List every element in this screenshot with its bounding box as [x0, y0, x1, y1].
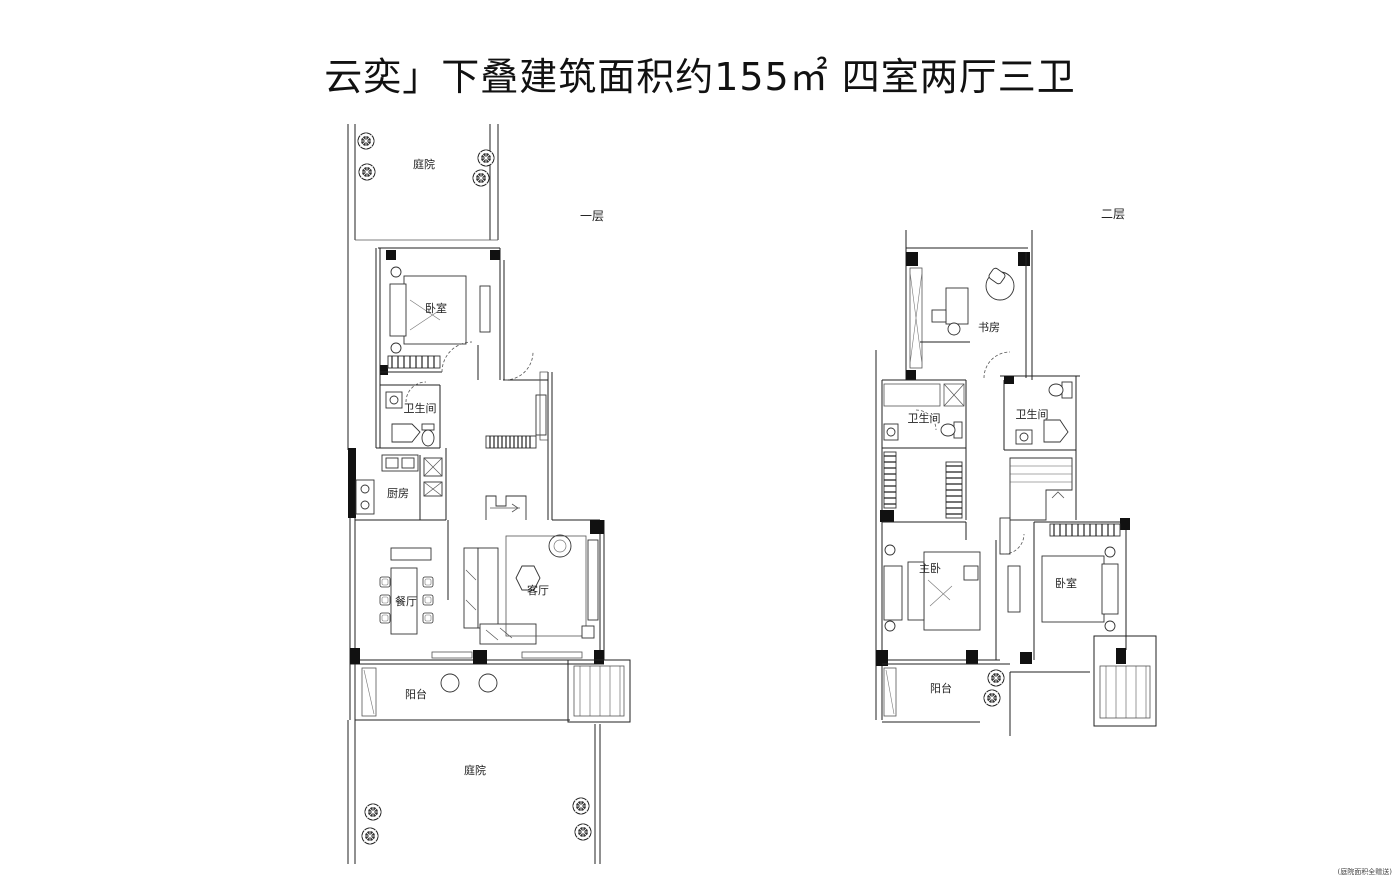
room-label-bedroom-2f: 卧室: [1055, 576, 1077, 590]
tree-icon: [357, 132, 375, 150]
tree-icon: [574, 823, 592, 841]
sink-icon: [381, 454, 419, 472]
sink-icon: [1015, 429, 1033, 445]
second-floor-plan: [875, 230, 1157, 736]
tree-icon: [983, 689, 1001, 707]
tree-icon: [358, 163, 376, 181]
bed-icon: [389, 266, 467, 354]
toilet-icon: [1048, 381, 1073, 399]
room-label-bedroom-1f: 卧室: [425, 301, 447, 315]
room-label-bathroom-2f-right: 卫生间: [1016, 407, 1049, 421]
page-title: 云奕」下叠建筑面积约155㎡ 四室两厅三卫: [324, 55, 1076, 99]
sink-icon: [883, 423, 899, 441]
bed-icon: [1041, 546, 1119, 632]
tree-icon: [472, 169, 490, 187]
room-label-balcony-1f: 阳台: [405, 687, 427, 701]
stair-icon: [1009, 457, 1073, 521]
tree-icon: [987, 669, 1005, 687]
room-label-study: 书房: [978, 321, 1000, 334]
tree-icon: [572, 797, 590, 815]
room-label-garden-top: 庭院: [413, 157, 435, 171]
toilet-icon: [421, 423, 435, 447]
room-label-balcony-2f: 阳台: [930, 681, 952, 695]
room-label-kitchen: 厨房: [387, 487, 409, 500]
room-label-master-bedroom: 主卧: [919, 562, 941, 575]
wardrobe-icon: [945, 461, 963, 519]
chair-icon: [985, 267, 1015, 301]
wardrobe-icon: [1049, 523, 1121, 537]
first-floor-plan: [347, 124, 631, 864]
wardrobe-icon: [387, 355, 441, 369]
toilet-icon: [940, 421, 963, 439]
desk: [931, 287, 969, 336]
floor-label-2f: 二层: [1101, 207, 1125, 221]
tree-icon: [477, 149, 495, 167]
footnote: (庭院面积全赠送): [1337, 868, 1392, 876]
room-label-bathroom-1f: 卫生间: [404, 401, 437, 415]
sofa-icon: [463, 547, 537, 645]
chair-icon: [548, 534, 572, 558]
tree-icon: [361, 827, 379, 845]
floor-label-1f: 一层: [580, 209, 604, 223]
sink-icon: [385, 391, 403, 409]
stair-icon: [485, 495, 527, 520]
wardrobe-icon: [883, 451, 897, 509]
room-label-dining: 餐厅: [395, 594, 417, 608]
dining-table: [379, 547, 434, 635]
bed-icon: [884, 544, 981, 632]
room-label-bathroom-2f-left: 卫生间: [908, 411, 941, 425]
room-label-living: 客厅: [527, 583, 549, 597]
room-label-garden-bottom: 庭院: [464, 763, 486, 777]
tree-icon: [364, 803, 382, 821]
stove-icon: [355, 479, 375, 515]
